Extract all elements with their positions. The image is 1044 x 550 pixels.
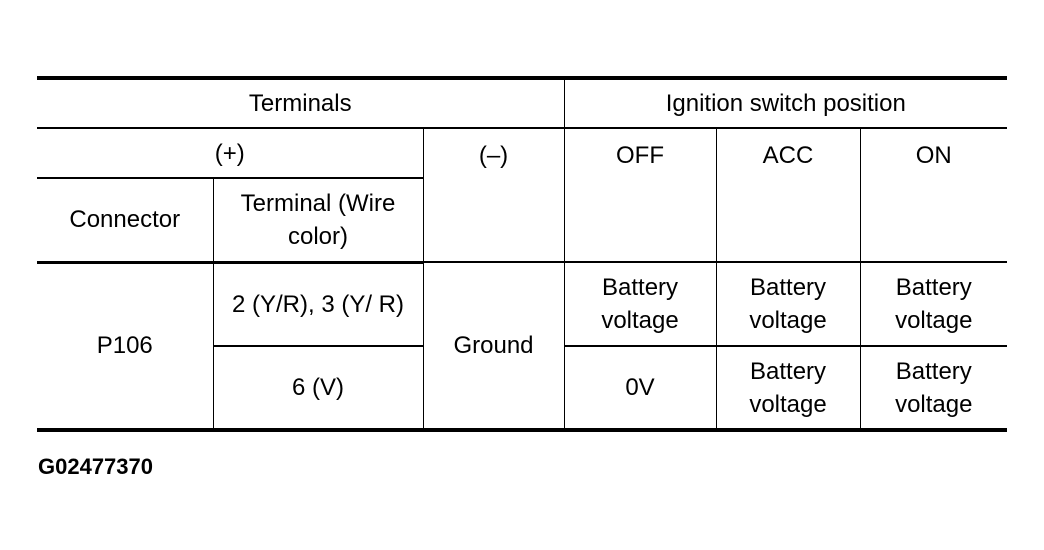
terminal-cell: 2 (Y/R), 3 (Y/ R)	[212, 261, 424, 347]
header-on: ON	[859, 127, 1008, 263]
figure-id: G02477370	[38, 454, 153, 479]
off-value-cell: Battery voltage	[563, 261, 717, 347]
header-connector: Connector	[37, 177, 214, 264]
header-ignition-switch-position: Ignition switch position	[563, 76, 1008, 129]
header-off: OFF	[563, 127, 717, 263]
connector-cell: P106	[37, 261, 214, 432]
table-row: 6 (V) 0V Battery voltage Battery voltage	[37, 345, 1008, 432]
header-plus: (+)	[37, 127, 424, 179]
header-acc: ACC	[715, 127, 861, 263]
minus-cell: Ground	[422, 261, 565, 432]
acc-value-cell: Battery voltage	[715, 261, 861, 347]
header-terminal-wire-color: Terminal (Wire color)	[212, 177, 424, 264]
terminal-cell: 6 (V)	[212, 345, 424, 432]
off-value-cell: 0V	[563, 345, 717, 432]
table-row: P106 2 (Y/R), 3 (Y/ R) Ground Battery vo…	[37, 261, 1008, 432]
on-value-cell: Battery voltage	[859, 345, 1008, 432]
header-minus: (–)	[422, 127, 565, 263]
header-terminals: Terminals	[37, 76, 565, 129]
acc-value-cell: Battery voltage	[715, 345, 861, 432]
on-value-cell: Battery voltage	[859, 261, 1008, 347]
terminal-voltage-table: Terminals Ignition switch position (+) (…	[37, 76, 1008, 432]
